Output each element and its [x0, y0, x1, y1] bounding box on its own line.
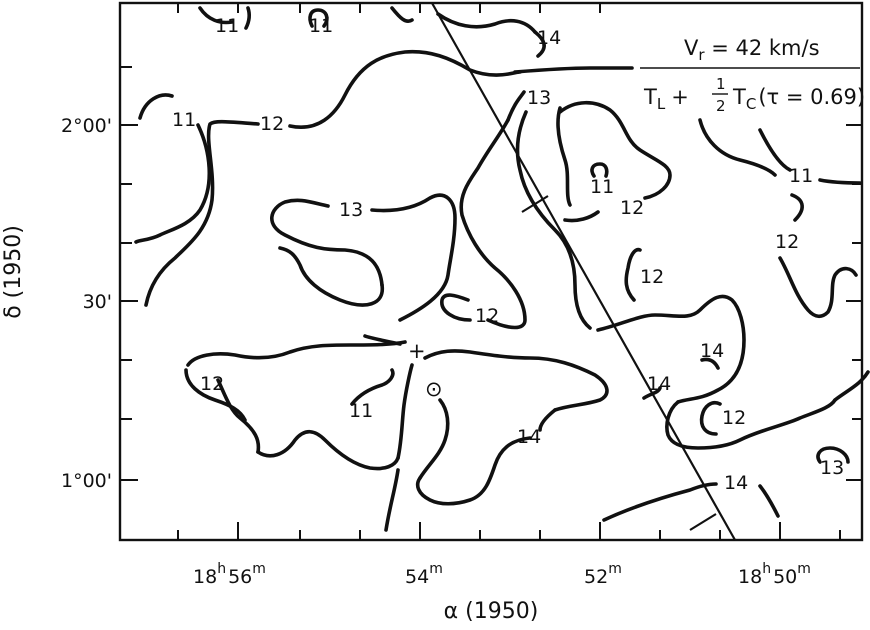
- contour-line: [758, 484, 780, 518]
- y-tick-label: 30': [83, 291, 112, 313]
- formula-label: TL+: [643, 85, 689, 113]
- contour-line: [350, 368, 395, 406]
- contour-line: [698, 118, 777, 177]
- contour-label: 11: [789, 165, 813, 187]
- contour-line: [513, 66, 634, 74]
- contour-label: 12: [475, 305, 499, 327]
- contour-line: [308, 8, 329, 28]
- galactic-plane-line: [431, 2, 736, 541]
- contour-line: [440, 293, 472, 322]
- contour-line: [790, 193, 804, 222]
- contour-line: [370, 193, 457, 322]
- contour-label: 11: [349, 400, 373, 422]
- contour-label: 13: [527, 87, 551, 109]
- contour-label: 11: [215, 15, 239, 37]
- y-ticks: [120, 66, 862, 481]
- contour-line: [590, 162, 609, 178]
- contour-line: [423, 349, 609, 412]
- contour-line: [515, 110, 592, 330]
- contour-line: [384, 468, 400, 532]
- half-numerator: 1: [716, 75, 726, 93]
- contour-label: 11: [172, 109, 196, 131]
- cross-marker: +: [408, 339, 426, 363]
- contour-line: [184, 368, 247, 422]
- half-denominator: 2: [716, 97, 726, 115]
- contour-line: [556, 106, 572, 207]
- x-tick-label: 52m: [584, 561, 622, 588]
- contour-line: [198, 6, 234, 25]
- contour-line: [256, 429, 400, 471]
- contour-line: [436, 12, 537, 34]
- contour-line: [818, 178, 862, 185]
- plot-frame: [118, 1, 864, 542]
- contour-line: [134, 123, 212, 244]
- contour-label: 12: [620, 197, 644, 219]
- contour-label: 14: [647, 373, 671, 395]
- contour-line: [144, 119, 260, 307]
- contour-label: 14: [537, 27, 561, 49]
- y-tick-label: 1°00': [61, 470, 112, 492]
- contour-line: [415, 436, 532, 506]
- galactic-plane-tick: [689, 513, 717, 531]
- x-ticks: [177, 3, 841, 540]
- contour-label: 11: [309, 15, 333, 37]
- contour-label: 12: [260, 113, 284, 135]
- contour-label: 14: [700, 340, 724, 362]
- contour-label: 12: [722, 407, 746, 429]
- contour-labels: 11 11 14 13 11 12 13 11 12 11 12 12 12 1…: [172, 15, 844, 494]
- contour-line: [138, 93, 174, 120]
- contour-label: 12: [640, 266, 664, 288]
- contour-label: 13: [339, 199, 363, 221]
- contour-line: [216, 378, 261, 454]
- contour-line: [665, 398, 837, 450]
- y-tick-labels: 2°00' 30' 1°00': [61, 115, 112, 492]
- contour-line: [533, 30, 546, 58]
- annotation: Vr = 42 km/s TL+ 1 2 TC(τ = 0.69): [640, 36, 865, 115]
- contour-label: 14: [724, 472, 748, 494]
- x-tick-label: 54m: [405, 561, 443, 588]
- contour-line: [602, 482, 718, 522]
- x-axis-label: α (1950): [444, 599, 539, 624]
- sun-marker: ⊙: [425, 377, 443, 401]
- contour-line: [396, 363, 414, 460]
- contour-line: [288, 49, 522, 129]
- contour-line: [699, 400, 722, 436]
- contour-line: [700, 357, 720, 370]
- contour-line: [459, 118, 527, 330]
- velocity-label: Vr = 42 km/s: [684, 36, 820, 64]
- y-tick-label: 2°00': [61, 115, 112, 137]
- contours: [134, 6, 870, 532]
- contour-line: [418, 398, 450, 480]
- contour-line: [563, 210, 600, 223]
- contour-label: 12: [200, 373, 224, 395]
- contour-line: [390, 6, 414, 24]
- contour-line: [816, 446, 850, 464]
- contour-line: [270, 198, 384, 287]
- contour-line: [506, 90, 526, 122]
- contour-line: [244, 6, 252, 30]
- contour-line: [778, 256, 858, 319]
- contour-label: 13: [820, 457, 844, 479]
- contour-label: 14: [517, 426, 541, 448]
- contour-line: [596, 294, 746, 404]
- contour-line: [186, 340, 407, 367]
- contour-line: [758, 128, 792, 172]
- contour-line: [833, 370, 870, 402]
- contour-line: [278, 246, 384, 307]
- contour-line: [558, 100, 672, 200]
- contour-label: 11: [590, 176, 614, 198]
- y-axis-label: δ (1950): [1, 225, 26, 319]
- formula-label-right: TC(τ = 0.69): [732, 85, 865, 113]
- contour-label: 12: [775, 231, 799, 253]
- contour-line: [624, 247, 642, 302]
- contour-line: [363, 334, 402, 346]
- contour-line: [538, 408, 557, 432]
- contour-line: [642, 386, 662, 400]
